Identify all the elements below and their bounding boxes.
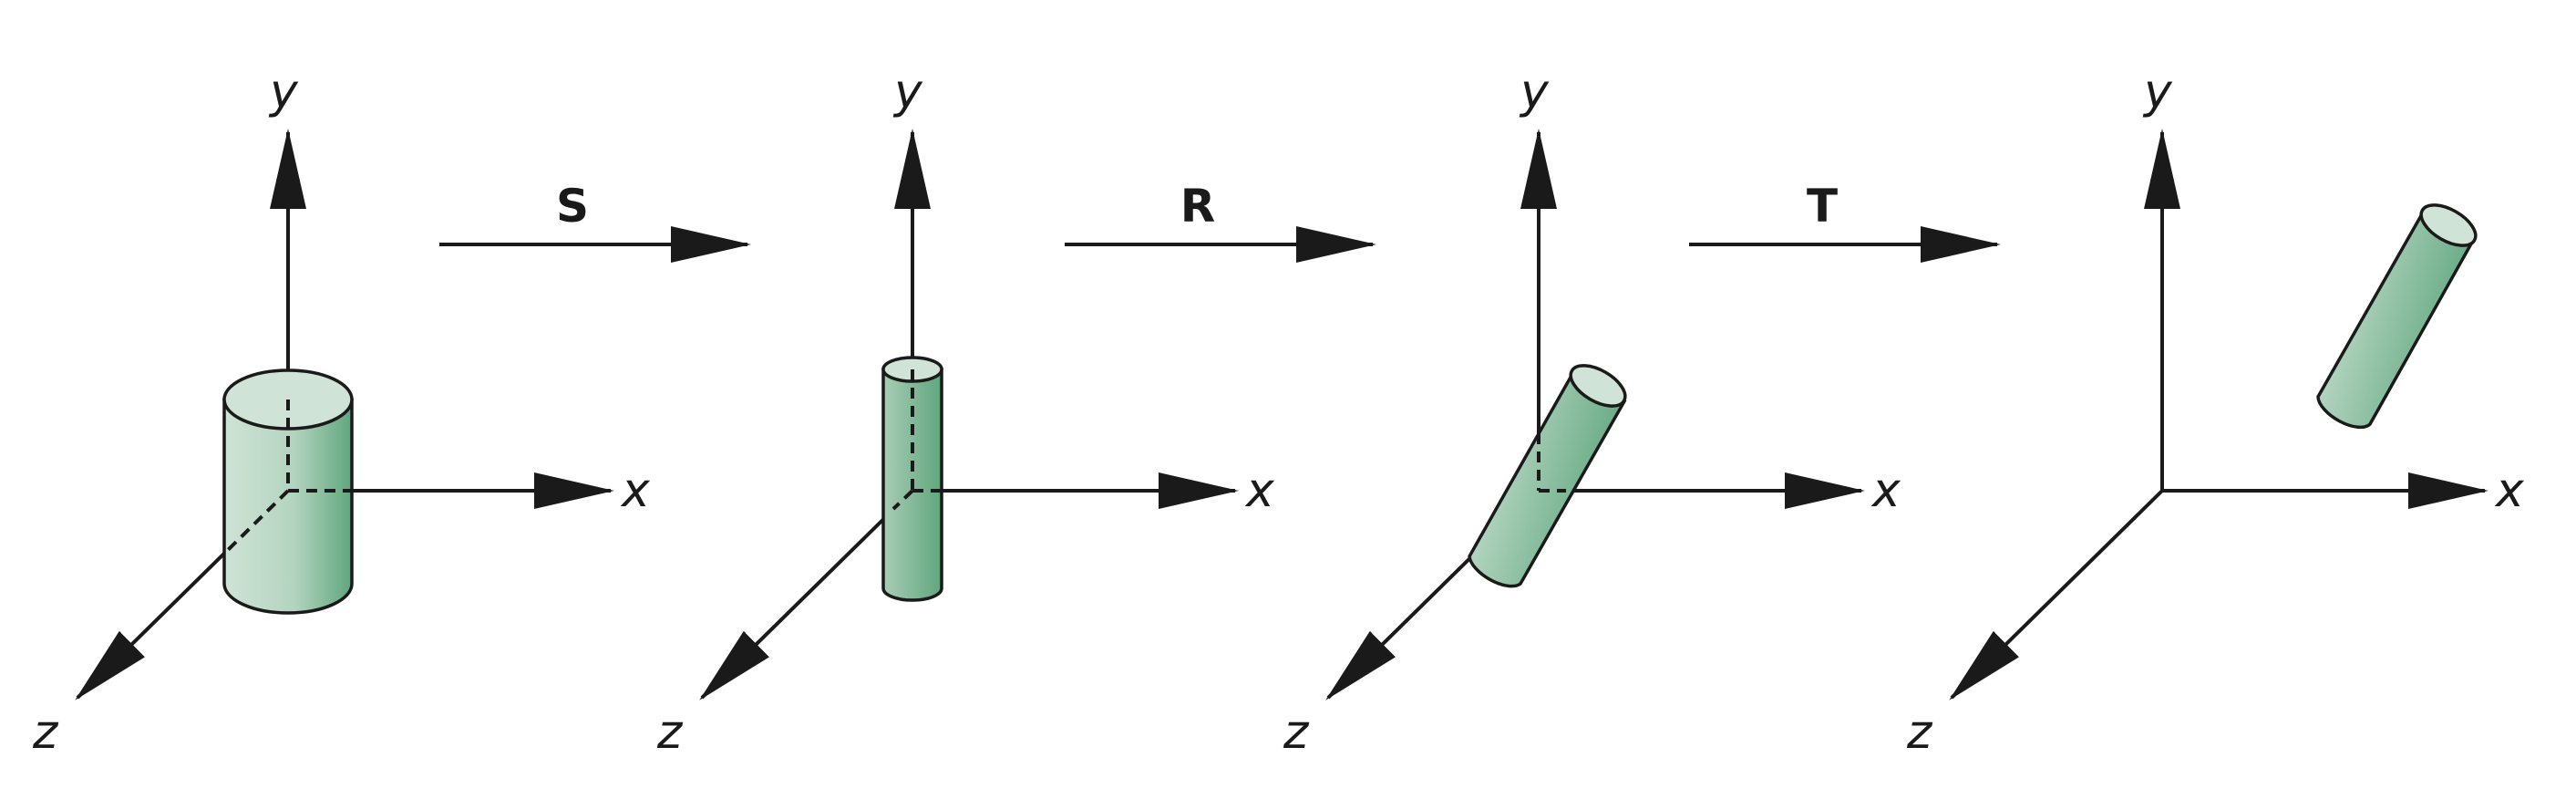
z-axis-label: z — [1906, 705, 1933, 760]
cylinder-shape — [222, 368, 354, 615]
panel-original: y x z — [32, 65, 651, 760]
z-axis — [1949, 489, 2164, 700]
operation-scale: S — [439, 180, 751, 263]
y-axis-label: y — [892, 65, 923, 119]
cylinder-shape — [2316, 203, 2478, 430]
y-axis-label: y — [2142, 65, 2173, 119]
x-axis-label: x — [620, 463, 651, 518]
x-axis-label: x — [2494, 463, 2525, 518]
panel-rotated: y x z — [1283, 65, 1901, 760]
z-axis-label: z — [1283, 705, 1310, 760]
cylinder-shape — [1468, 364, 1627, 588]
y-axis-label: y — [1519, 65, 1550, 119]
cylinder-shape — [881, 356, 943, 602]
x-axis-label: x — [1244, 463, 1275, 518]
z-axis-label: z — [32, 705, 59, 760]
z-axis-label: z — [656, 705, 684, 760]
panel-translated: y x z — [1906, 65, 2525, 760]
translate-label: T — [1807, 180, 1838, 233]
operation-translate: T — [1689, 180, 2001, 263]
z-axis — [699, 489, 914, 700]
operation-rotate: R — [1065, 180, 1376, 263]
x-axis-label: x — [1870, 463, 1901, 518]
panel-scaled: y x z — [656, 65, 1275, 760]
rotate-label: R — [1180, 180, 1216, 233]
y-axis-label: y — [268, 65, 299, 119]
scale-label: S — [556, 180, 589, 233]
